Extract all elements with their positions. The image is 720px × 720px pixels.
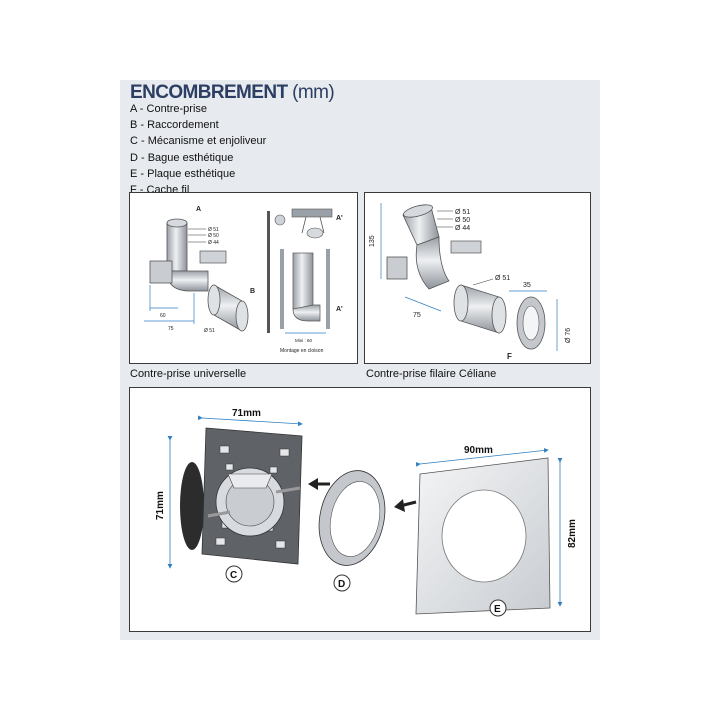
parts-legend: A - Contre-prise B - Raccordement C - Mé… <box>130 101 266 198</box>
universal-dimension-lines <box>144 285 195 324</box>
assembly-drawing: 71mm 71mm C D 90mm 82mm E <box>155 408 578 617</box>
celiane-pipe-diameter: Ø 51 <box>495 275 510 282</box>
universal-backbox-panel: Ø 51 Ø 50 Ø 44 A B 60 75 Ø 51 A' A' Mini… <box>129 192 358 364</box>
ring-d <box>318 470 386 566</box>
partition-mount-view <box>267 208 333 334</box>
title-text: ENCOMBREMENT <box>130 82 288 103</box>
celiane-diameter-2: Ø 50 <box>455 217 470 224</box>
legend-item-e: E - Plaque esthétique <box>130 167 236 180</box>
legend-item-a: A - Contre-prise <box>130 103 208 115</box>
cable-cover <box>199 250 227 264</box>
label-d: D <box>338 579 345 590</box>
assembly-panel: 71mm 71mm C D 90mm 82mm E <box>129 387 591 632</box>
universal-backbox-drawing: Ø 51 Ø 50 Ø 44 A B 60 75 Ø 51 A' A' Mini… <box>144 206 343 354</box>
c-width-71mm: 71mm <box>232 408 261 419</box>
page-title: ENCOMBREMENT (mm) <box>130 82 335 104</box>
e-width-90mm: 90mm <box>464 445 493 456</box>
label-e: E <box>494 604 501 615</box>
pipe-b-diameter: Ø 51 <box>204 328 215 334</box>
legend-item-d: D - Bague esthétique <box>130 151 234 164</box>
label-a: A <box>196 206 201 213</box>
e-height-82mm: 82mm <box>567 519 578 548</box>
dim-width-75: 75 <box>413 312 421 319</box>
universal-diameter-1: Ø 51 <box>208 227 219 233</box>
celiane-diameter-3: Ø 44 <box>455 225 470 232</box>
c-height-71mm: 71mm <box>155 491 166 520</box>
mounting-note: Montage en cloison <box>280 348 324 354</box>
celiane-backbox-panel: Ø 51 Ø 50 Ø 44 Ø 51 135 75 35 Ø 76 F <box>364 192 591 364</box>
dim-ring-diameter-76: Ø 76 <box>565 328 572 343</box>
elbow-fitting-a <box>149 218 209 292</box>
title-unit: (mm) <box>292 82 335 103</box>
legend-item-b: B - Raccordement <box>130 119 219 132</box>
cable-cover-f <box>450 240 482 254</box>
pipe-b <box>207 284 249 332</box>
universal-diameter-2: Ø 50 <box>208 233 219 239</box>
celiane-elbow <box>386 204 450 290</box>
label-a-prime-side: A' <box>336 306 343 313</box>
e-dimension-lines <box>415 448 563 607</box>
caption-universal: Contre-prise universelle <box>130 368 247 380</box>
celiane-backbox-drawing: Ø 51 Ø 50 Ø 44 Ø 51 135 75 35 Ø 76 F <box>369 203 572 361</box>
label-a-prime-top: A' <box>336 215 343 222</box>
badge-e <box>489 599 507 617</box>
dim-ring-depth-35: 35 <box>523 282 531 289</box>
caption-celiane: Contre-prise filaire Céliane <box>366 368 497 380</box>
mechanism-c <box>180 427 303 565</box>
badge-c <box>225 565 243 583</box>
plate-e <box>415 457 551 615</box>
label-f: F <box>507 352 512 361</box>
c-dimension-lines <box>167 415 303 569</box>
celiane-diameter-1: Ø 51 <box>455 209 470 216</box>
label-c: C <box>230 570 237 581</box>
dim-height-135: 135 <box>369 235 376 247</box>
dim-width-inner: 60 <box>160 313 166 319</box>
dim-width-outer: 75 <box>168 326 174 332</box>
label-b: B <box>250 288 255 295</box>
badge-d <box>333 574 351 592</box>
celiane-pipe <box>453 284 507 334</box>
universal-diameter-3: Ø 44 <box>208 240 219 246</box>
celiane-dimension-lines <box>380 203 558 351</box>
legend-item-c: C - Mécanisme et enjoliveur <box>130 135 267 148</box>
celiane-ring <box>516 296 546 350</box>
dim-min: Mini : 60 <box>295 338 313 343</box>
